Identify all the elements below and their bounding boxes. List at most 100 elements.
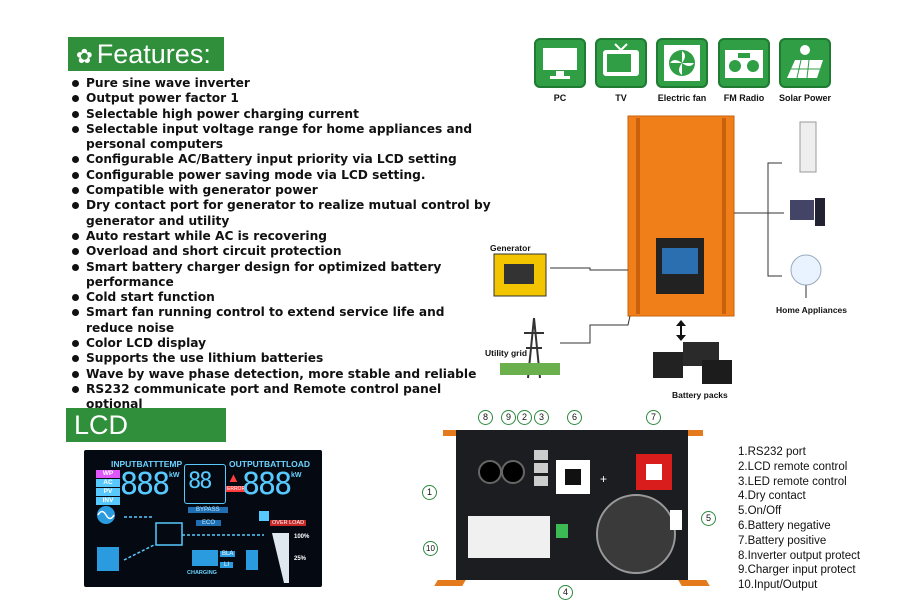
feature-item: Selectable input voltage range for home … (72, 122, 492, 153)
feature-item: Selectable high power charging current (72, 107, 492, 122)
cooling-fan-icon (596, 494, 676, 574)
callout-3: 3 (534, 410, 549, 425)
mode-inv: INV (96, 497, 120, 505)
warning-icon: ▲ (227, 470, 240, 485)
units-right: kW (291, 472, 302, 479)
mode-pv: PV (96, 488, 120, 496)
fan-icon (259, 511, 269, 521)
feature-item: Configurable power saving mode via LCD s… (72, 168, 492, 183)
battery-pack-icon (653, 352, 683, 378)
fan-appliance-icon (790, 254, 822, 286)
input-output-terminal (468, 516, 550, 558)
solar-icon (787, 45, 823, 79)
lcd-flow-graphic (97, 506, 289, 583)
tv-icon (603, 43, 639, 76)
load-bar-icon (272, 533, 289, 583)
mode-ac: AC (96, 479, 120, 487)
digits-left: 888 (120, 467, 170, 502)
error-label: ERROR (226, 486, 247, 492)
legend-item: 9.Charger input protect (738, 564, 856, 577)
overload-label: OVER LOAD (270, 520, 307, 526)
bla-label: BLA (220, 551, 236, 557)
lcd-remote-port (534, 463, 548, 473)
gear-icon: ✿ (76, 46, 93, 68)
legend-item: 2.LCD remote control (738, 460, 848, 473)
pct-100: 100% (294, 534, 310, 540)
feature-item: Auto restart while AC is recovering (72, 229, 492, 244)
rear-panel-legend: 1.RS232 port 2.LCD remote control 3.LED re… (738, 445, 860, 593)
radio-icon (725, 50, 763, 78)
callout-9: 9 (501, 410, 516, 425)
legend-item: 10.Input/Output (738, 579, 818, 592)
inverter-output-breaker (478, 460, 502, 484)
battery-icon (192, 550, 218, 566)
utility-label: Utility grid (485, 348, 528, 358)
digits-right: 888 (242, 467, 292, 502)
rs232-port (534, 450, 548, 460)
feature-item: Smart battery charger design for optimiz… (72, 260, 492, 291)
on-off-switch[interactable] (670, 510, 682, 530)
pc-icon (543, 48, 577, 79)
legend-item: 1.RS232 port (738, 446, 806, 458)
charging-label: CHARGING (187, 570, 217, 576)
digits-mid: 88 (188, 469, 212, 494)
mid-frame (184, 464, 226, 504)
mode-wp: WP (96, 470, 120, 478)
callout-2: 2 (517, 410, 532, 425)
appliance-pc: PC (532, 38, 588, 103)
feature-item: Cold start function (72, 290, 492, 305)
callout-1: 1 (422, 485, 437, 500)
system-diagram (493, 115, 825, 384)
legend-item: 6.Battery negative (738, 519, 831, 532)
air-conditioner-icon (799, 121, 817, 173)
feature-item: Overload and short circuit protection (72, 244, 492, 259)
generator-label: Generator (490, 243, 531, 253)
appliance-radio: FM Radio (716, 38, 772, 103)
li-label: LI (220, 562, 234, 568)
appliance-fan: Electric fan (654, 38, 710, 103)
dry-contact-port (556, 524, 568, 538)
legend-item: 7.Battery positive (738, 534, 827, 547)
callout-7: 7 (646, 410, 661, 425)
feature-item: Compatible with generator power (72, 183, 492, 198)
solar-panel-icon (97, 547, 119, 571)
home-appliances-label: Home Appliances (776, 305, 848, 315)
units-left: kW (169, 472, 180, 479)
callout-6: 6 (567, 410, 582, 425)
appliance-tv: TV (593, 38, 649, 103)
legend-item: 8.Inverter output protect (738, 549, 861, 562)
feature-item: Smart fan running control to extend serv… (72, 305, 492, 336)
bypass-label: BYPASS (188, 507, 228, 513)
appliance-solar: Solar Power (777, 38, 833, 103)
feature-item: Supports the use lithium batteries (72, 351, 492, 366)
legend-item: 4.Dry contact (738, 490, 806, 503)
legend-item: 3.LED remote control (738, 475, 847, 488)
utility-tower-icon (524, 317, 544, 379)
output-label: OUTPUTBATTLOAD (229, 459, 311, 469)
computer-icon (790, 200, 814, 220)
feature-item: Pure sine wave inverter (72, 76, 492, 91)
callout-4: 4 (558, 585, 573, 600)
feature-item: Dry contact port for generator to realiz… (72, 198, 492, 229)
battery-negative-terminal (556, 460, 590, 494)
feature-item: Configurable AC/Battery input priority v… (72, 152, 492, 167)
inverter-rear-panel: + (456, 430, 688, 580)
fan-icon (664, 45, 700, 81)
feature-item: Color LCD display (72, 336, 492, 351)
charger-input-breaker (501, 460, 525, 484)
legend-item: 5.On/Off (738, 505, 782, 518)
battery-positive-terminal (636, 454, 672, 490)
callout-5: 5 (701, 511, 716, 526)
input-label: INPUTBATTTEMP (111, 459, 183, 469)
eco-label: ECO (196, 520, 222, 526)
bulb-icon (246, 550, 258, 570)
callout-10: 10 (423, 541, 438, 556)
callout-8: 8 (478, 410, 493, 425)
features-title: ✿Features: (68, 37, 224, 71)
feature-item: RS232 communicate port and Remote contro… (72, 382, 492, 413)
feature-item: Output power factor 1 (72, 91, 492, 106)
pct-25: 25% (294, 556, 307, 562)
